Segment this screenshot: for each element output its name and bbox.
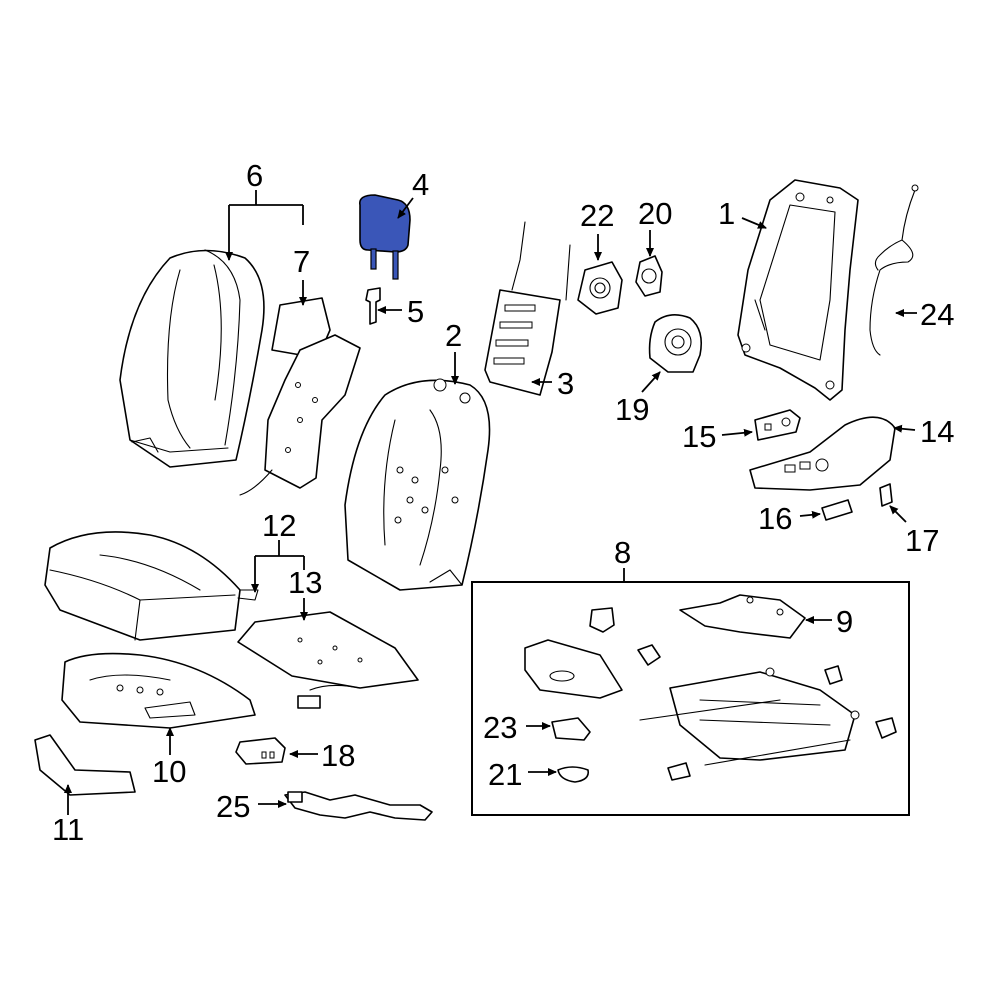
callout-25: 25 xyxy=(216,789,250,824)
motor-part[interactable] xyxy=(551,717,591,741)
callout-15: 15 xyxy=(682,419,716,454)
side-cover-part[interactable] xyxy=(749,416,896,491)
seat-adjuster-box xyxy=(471,581,910,816)
headrest-part[interactable] xyxy=(358,194,411,280)
callout-16: 16 xyxy=(758,501,792,536)
callout-13: 13 xyxy=(288,565,322,600)
adjuster-bracket-part[interactable] xyxy=(667,762,691,781)
cushion-heater-part[interactable] xyxy=(237,611,419,709)
leader-lines xyxy=(64,190,917,815)
trim-panel-part[interactable] xyxy=(34,734,136,796)
height-adjuster-part[interactable] xyxy=(679,594,806,639)
ring-part[interactable] xyxy=(557,766,590,783)
callout-12: 12 xyxy=(262,508,296,543)
callout-19: 19 xyxy=(615,392,649,427)
side-panel-part[interactable] xyxy=(239,297,361,496)
callout-17: 17 xyxy=(905,523,939,558)
callout-8: 8 xyxy=(614,535,631,570)
callout-11: 11 xyxy=(52,812,84,847)
cushion-pad-part[interactable] xyxy=(61,652,256,729)
cushion-harness-part[interactable] xyxy=(284,791,433,821)
adjuster-end-cap-part[interactable] xyxy=(875,717,897,739)
callout-2: 2 xyxy=(445,318,462,353)
headrest-highlight xyxy=(358,194,411,253)
callout-14: 14 xyxy=(920,414,954,449)
control-module-part[interactable] xyxy=(235,737,286,765)
seat-wire-harness-part[interactable] xyxy=(869,184,919,356)
callout-4: 4 xyxy=(412,167,429,202)
bracket-part[interactable] xyxy=(635,255,663,297)
headrest-guide-part[interactable] xyxy=(365,287,381,325)
recliner-part[interactable] xyxy=(648,314,703,373)
seatback-frame-part[interactable] xyxy=(737,179,859,401)
callout-1: 1 xyxy=(718,196,735,231)
adjuster-clip-part[interactable] xyxy=(589,607,615,633)
lumbar-support-part[interactable] xyxy=(484,221,571,396)
recliner-cover-part[interactable] xyxy=(577,261,623,315)
knob-part[interactable] xyxy=(821,499,853,521)
callout-labels: 1 2 3 4 5 6 7 8 9 10 11 12 13 14 15 16 1… xyxy=(52,158,954,847)
cushion-cover-part[interactable] xyxy=(44,531,259,641)
adjuster-cap-part[interactable] xyxy=(824,665,843,685)
adjuster-small-clip-part[interactable] xyxy=(637,644,661,666)
callout-21: 21 xyxy=(488,757,522,792)
seatback-pad-part[interactable] xyxy=(344,378,491,591)
seat-track-part[interactable] xyxy=(639,667,860,766)
callout-23: 23 xyxy=(483,710,517,745)
seatback-cover-part[interactable] xyxy=(119,249,265,468)
callout-10: 10 xyxy=(152,754,186,789)
callout-20: 20 xyxy=(638,196,672,231)
callout-6: 6 xyxy=(246,158,263,193)
cap-part[interactable] xyxy=(879,483,893,507)
callout-24: 24 xyxy=(920,297,954,332)
callout-18: 18 xyxy=(321,738,355,773)
callout-22: 22 xyxy=(580,198,614,233)
callout-9: 9 xyxy=(836,604,853,639)
callout-5: 5 xyxy=(407,294,424,329)
seat-pan-part[interactable] xyxy=(524,639,623,699)
power-seat-switch-part[interactable] xyxy=(754,409,801,441)
callout-7: 7 xyxy=(293,244,310,279)
callout-3: 3 xyxy=(557,366,574,401)
